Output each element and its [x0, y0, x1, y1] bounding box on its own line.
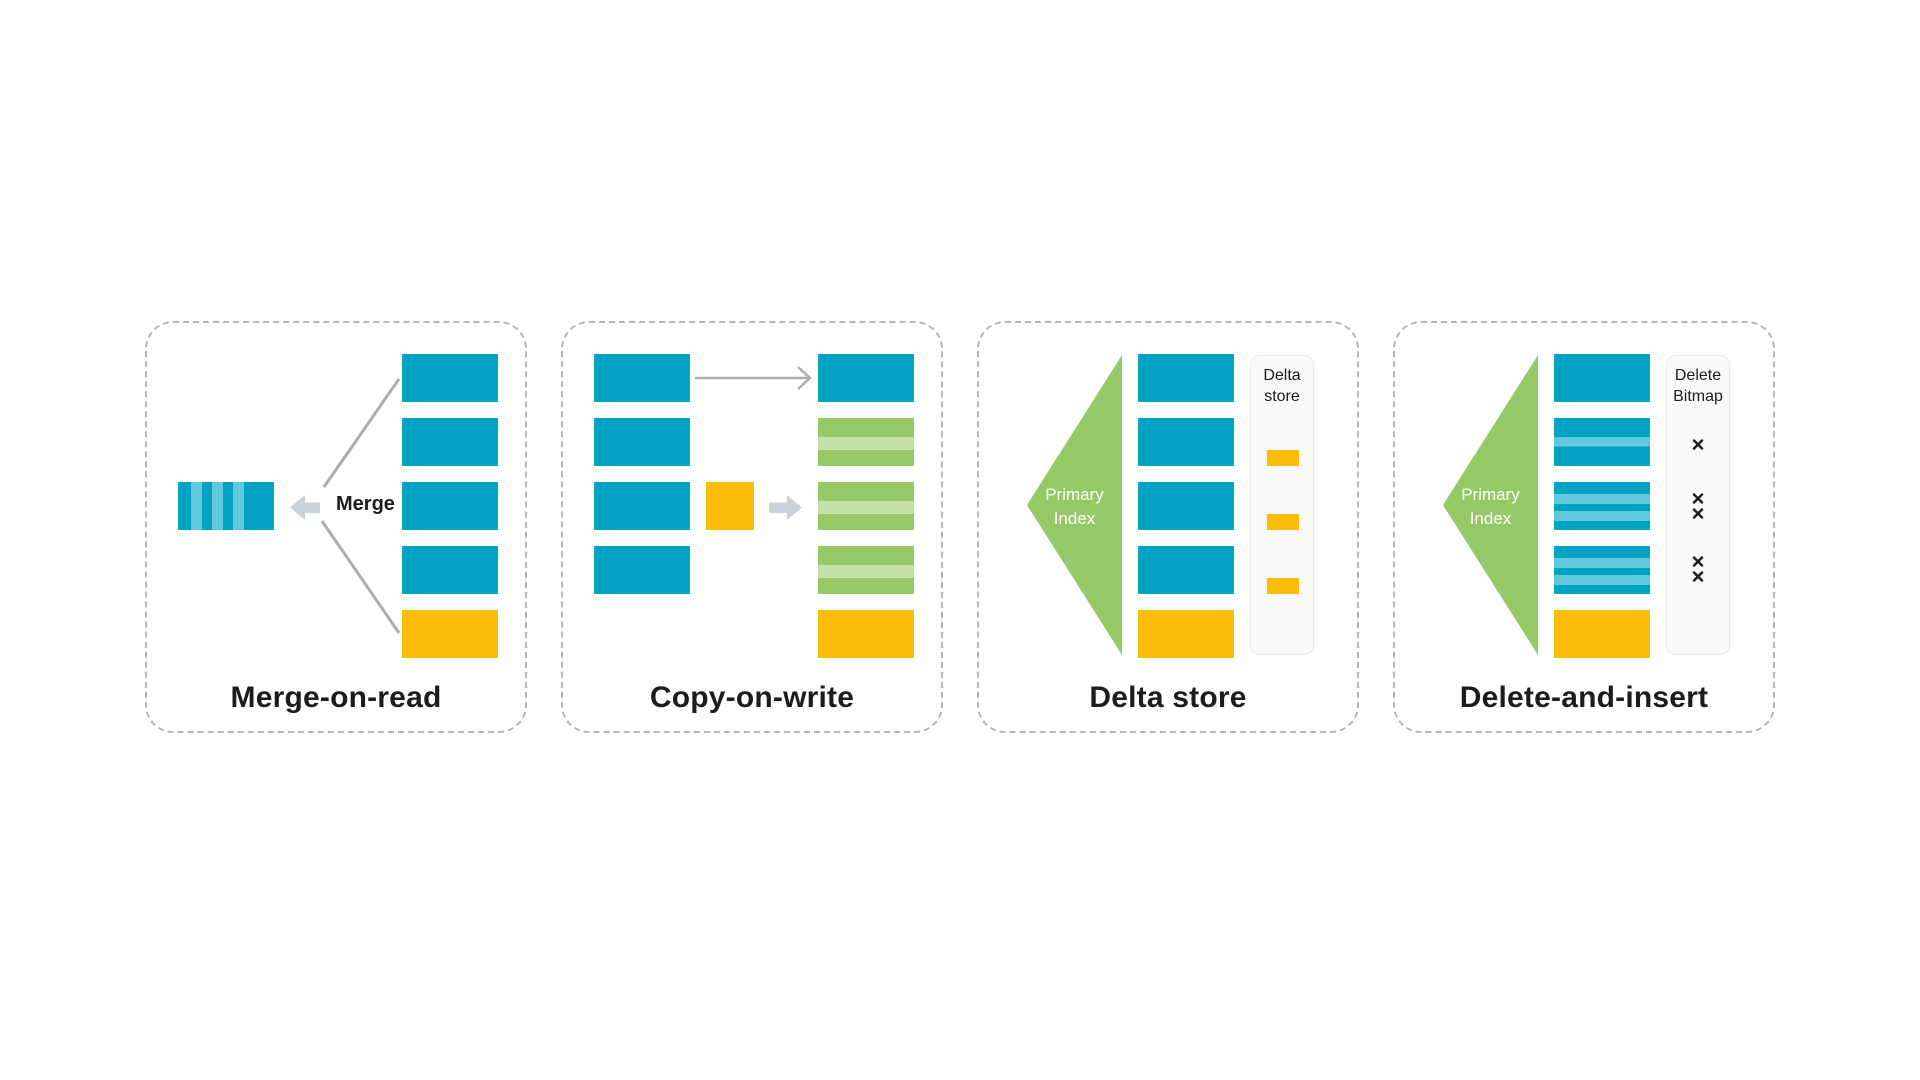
merge-label: Merge — [336, 493, 395, 515]
rewritten-block — [818, 418, 914, 466]
update-block — [706, 482, 754, 530]
primary-index-label-line1: Primary — [1045, 485, 1104, 504]
data-block — [594, 354, 690, 402]
delete-bitmap-panel-label: Delete Bitmap — [1667, 356, 1729, 407]
data-block — [1138, 546, 1234, 594]
primary-index-label-line1: Primary — [1461, 485, 1520, 504]
x-mark-icon — [1692, 571, 1704, 582]
delta-store-panel-label: Delta store — [1251, 356, 1313, 407]
delete-bitmap-label-line1: Delete — [1674, 367, 1722, 384]
delta-entry-block — [1267, 450, 1299, 466]
data-block — [402, 418, 498, 466]
data-block — [1138, 418, 1234, 466]
data-block — [402, 354, 498, 402]
data-block-one-deleted-row — [1554, 418, 1650, 466]
data-block — [594, 482, 690, 530]
x-mark-icon — [1692, 493, 1704, 504]
primary-index-label-line2: Index — [1469, 509, 1512, 528]
copied-block — [818, 354, 914, 402]
write-arrow-right-icon — [769, 495, 802, 520]
update-block — [1138, 610, 1234, 658]
data-block-two-deleted-rows — [1554, 482, 1650, 530]
x-mark-icon — [1692, 556, 1704, 567]
panel-merge-on-read: Merge Merge-on-read — [145, 321, 527, 733]
rewritten-block — [818, 482, 914, 530]
data-block — [402, 482, 498, 530]
panel-delta-store: Primary Index Delta store Delta store — [977, 321, 1359, 733]
data-block — [1554, 354, 1650, 402]
data-block — [594, 546, 690, 594]
primary-index-label: Primary Index — [1026, 483, 1123, 531]
panel-title: Copy-on-write — [649, 681, 855, 714]
x-mark-icon — [1692, 439, 1704, 450]
panel-title: Delta store — [1089, 681, 1247, 714]
data-block — [1138, 354, 1234, 402]
rewritten-block — [818, 546, 914, 594]
insert-block — [1554, 610, 1650, 658]
update-block — [402, 610, 498, 658]
delta-store-label-line1: Delta — [1263, 367, 1301, 384]
data-block — [1138, 482, 1234, 530]
delta-store-panel: Delta store — [1250, 355, 1314, 655]
panel-title: Delete-and-insert — [1459, 681, 1709, 714]
delete-bitmap-label-line2: Bitmap — [1673, 388, 1723, 405]
new-block — [818, 610, 914, 658]
x-mark-icon — [1692, 508, 1704, 519]
delta-entry-block — [1267, 578, 1299, 594]
delta-entry-block — [1267, 514, 1299, 530]
primary-index-label-line2: Index — [1053, 509, 1096, 528]
connector-line-top — [322, 378, 401, 488]
primary-index-label: Primary Index — [1442, 483, 1539, 531]
data-block — [402, 546, 498, 594]
data-block-two-deleted-rows — [1554, 546, 1650, 594]
merge-arrow-left-icon — [290, 495, 320, 520]
panel-delete-and-insert: Primary Index Delete Bitmap Delete-and-i… — [1393, 321, 1775, 733]
connector-line-bottom — [320, 520, 401, 634]
delta-store-label-line2: store — [1264, 388, 1300, 405]
merged-data-block — [178, 482, 274, 530]
delete-bitmap-panel: Delete Bitmap — [1666, 355, 1730, 655]
copy-arrow-head-icon — [797, 366, 812, 390]
panel-title: Merge-on-read — [230, 681, 442, 714]
panel-copy-on-write: Copy-on-write — [561, 321, 943, 733]
data-block — [594, 418, 690, 466]
